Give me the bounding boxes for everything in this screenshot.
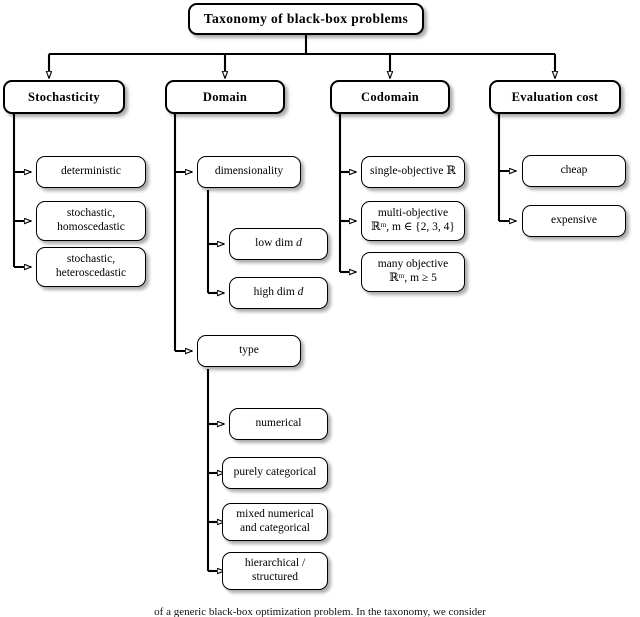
- node-root[interactable]: Taxonomy of black-box problems: [188, 3, 424, 35]
- node-stochastic-heteroscedastic-label: stochastic, heteroscedastic: [55, 253, 127, 279]
- node-stochasticity-label: Stochasticity: [28, 89, 100, 104]
- node-deterministic[interactable]: deterministic: [36, 156, 146, 188]
- node-low-dim[interactable]: low dim d: [229, 228, 328, 260]
- node-single-objective[interactable]: single-objective ℝ: [361, 156, 465, 188]
- node-hierarchical-structured-label: hierarchical / structured: [244, 557, 306, 583]
- node-dimensionality-label: dimensionality: [214, 165, 284, 178]
- node-root-label: Taxonomy of black-box problems: [203, 11, 409, 27]
- node-domain-label: Domain: [202, 89, 248, 104]
- node-type-label: type: [239, 344, 259, 357]
- node-hierarchical-structured[interactable]: hierarchical / structured: [222, 552, 328, 590]
- node-many-objective-line2: ℝᵐ, m ≥ 5: [389, 272, 437, 284]
- node-cheap-label: cheap: [560, 164, 588, 177]
- node-low-dim-label: low dim d: [255, 237, 302, 250]
- node-stochastic-homoscedastic[interactable]: stochastic, homoscedastic: [36, 201, 146, 241]
- node-type[interactable]: type: [197, 335, 301, 367]
- node-purely-categorical[interactable]: purely categorical: [222, 457, 328, 489]
- node-purely-categorical-label: purely categorical: [233, 466, 317, 479]
- node-evaluation-cost-label: Evaluation cost: [511, 89, 599, 104]
- node-stochastic-homoscedastic-label: stochastic, homoscedastic: [57, 207, 125, 233]
- node-stochastic-heteroscedastic[interactable]: stochastic, heteroscedastic: [36, 247, 146, 287]
- node-mixed-numerical-and-categorical-label: mixed numerical and categorical: [236, 508, 314, 534]
- node-stochasticity[interactable]: Stochasticity: [3, 80, 125, 114]
- figure-caption: of a generic black-box optimization prob…: [154, 606, 486, 617]
- node-domain[interactable]: Domain: [165, 80, 285, 114]
- node-codomain-label: Codomain: [361, 89, 419, 104]
- node-deterministic-label: deterministic: [60, 165, 122, 178]
- node-single-objective-label: single-objective ℝ: [370, 165, 456, 178]
- node-high-dim[interactable]: high dim d: [229, 277, 328, 309]
- node-multi-objective-line2: ℝᵐ, m ∈ {2, 3, 4}: [371, 221, 455, 233]
- node-expensive-label: expensive: [551, 214, 597, 227]
- node-many-objective-line1: many objective: [377, 258, 449, 271]
- node-codomain[interactable]: Codomain: [330, 80, 450, 114]
- node-mixed-numerical-and-categorical[interactable]: mixed numerical and categorical: [222, 503, 328, 541]
- node-numerical-label: numerical: [255, 417, 302, 430]
- node-dimensionality[interactable]: dimensionality: [197, 156, 301, 188]
- node-high-dim-label: high dim d: [253, 286, 304, 299]
- node-multi-objective-line1: multi-objective: [377, 207, 449, 220]
- node-expensive[interactable]: expensive: [522, 205, 626, 237]
- node-evaluation-cost[interactable]: Evaluation cost: [489, 80, 621, 114]
- node-cheap[interactable]: cheap: [522, 155, 626, 187]
- node-numerical[interactable]: numerical: [229, 408, 328, 440]
